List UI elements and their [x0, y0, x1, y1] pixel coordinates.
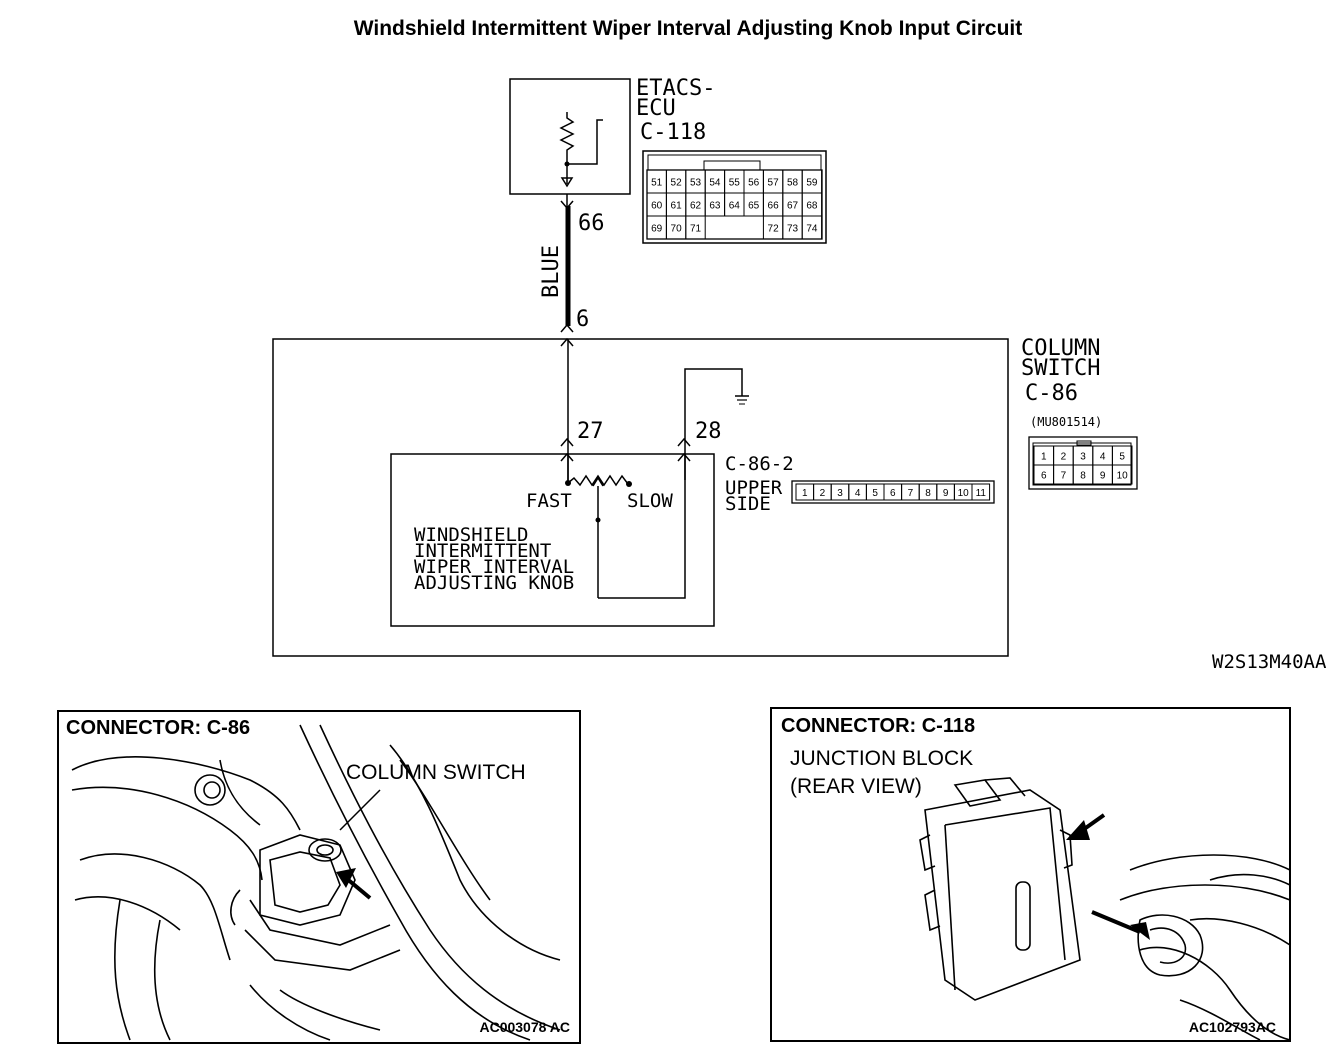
- switch-internal-wiring: [560, 339, 749, 480]
- connector-c86-face: 1 2 3 4 5 6 7 8 9 10: [1028, 436, 1138, 490]
- connector-c118-face: 51 52 53 54 55 56 57 58 59 60 61 62 63 64 65 66 67 68 69 70…: [642, 150, 827, 244]
- subconnector-name: C-86-2: [725, 453, 794, 475]
- sub-pin-5: 5: [872, 488, 878, 499]
- ecu-pin-61: 61: [671, 201, 683, 212]
- c86-pin-7: 7: [1061, 471, 1067, 482]
- c86-pin-9: 9: [1100, 471, 1106, 482]
- steering-column-illustration: [71, 724, 561, 1041]
- panel-right-code: AC102793AC: [1189, 1019, 1276, 1035]
- panel-right-title: CONNECTOR: C-118: [781, 715, 975, 737]
- wire-pin-top: 66: [578, 211, 605, 236]
- panel-c118-location: CONNECTOR: C-118 JUNCTION BLOCK (REAR VI…: [770, 707, 1291, 1042]
- knob-name-line3: WIPER INTERVAL: [414, 556, 574, 578]
- fast-label: FAST: [526, 490, 572, 512]
- ecu-pin-74: 74: [806, 224, 818, 235]
- sub-pin-9: 9: [943, 488, 949, 499]
- subconnector-side-line1: UPPER: [725, 477, 783, 499]
- sub-pin-11: 11: [976, 488, 987, 499]
- column-switch-entry-arrow: [560, 337, 574, 347]
- c86-pin-6: 6: [1041, 471, 1047, 482]
- ecu-pin-57: 57: [768, 178, 780, 189]
- c86-pin-5: 5: [1119, 452, 1125, 463]
- sub-pin-2: 2: [820, 488, 826, 499]
- c86-pin-10: 10: [1117, 471, 1129, 482]
- ecu-pin-52: 52: [671, 178, 683, 189]
- ecu-name-line1: ETACS-: [636, 76, 715, 101]
- diagram-title: Windshield Intermittent Wiper Interval A…: [354, 17, 1023, 40]
- diagram-code: W2S13M40AA: [1212, 651, 1327, 673]
- ecu-pin-72: 72: [768, 224, 780, 235]
- subconnector-side-line2: SIDE: [725, 493, 771, 515]
- c86-pin-3: 3: [1080, 452, 1086, 463]
- knob-box: [390, 453, 715, 627]
- wire-color-label: BLUE: [539, 245, 564, 298]
- sub-pin-8: 8: [925, 488, 931, 499]
- ecu-pin-70: 70: [671, 224, 683, 235]
- ecu-pin-71-cell: [685, 215, 706, 240]
- slow-label: SLOW: [627, 490, 673, 512]
- knob-name-line1: WINDSHIELD: [414, 524, 528, 546]
- knob-pin-right: 28: [695, 419, 722, 444]
- sub-pin-11-cell: [971, 483, 991, 501]
- c86-pin-4: 4: [1100, 452, 1106, 463]
- ecu-pin-74-cell: [801, 215, 823, 240]
- panel-right-label-line1: JUNCTION BLOCK: [790, 747, 973, 770]
- knob-name-line4: ADJUSTING KNOB: [414, 572, 574, 594]
- ecu-pin-64: 64: [729, 201, 741, 212]
- ecu-pin-66: 66: [768, 201, 780, 212]
- ecu-pin-56: 56: [748, 178, 760, 189]
- sub-pin-6: 6: [890, 488, 896, 499]
- wire-pin-bottom: 6: [576, 307, 589, 332]
- ecu-name-line2: ECU: [636, 96, 676, 121]
- knob-potentiometer-symbol: [565, 454, 686, 599]
- sub-pin-4: 4: [855, 488, 861, 499]
- ecu-pin-51: 51: [651, 178, 663, 189]
- ecu-connector-label: C-118: [640, 120, 706, 145]
- arrow-icon: [1066, 820, 1090, 840]
- ecu-pin-67: 67: [787, 201, 799, 212]
- ecu-pin-60: 60: [651, 201, 663, 212]
- ecu-pin-73: 73: [787, 224, 799, 235]
- c86-pin-8: 8: [1080, 471, 1086, 482]
- panel-c86-location: CONNECTOR: C-86 COLUMN SWITCH AC003078 A…: [57, 710, 581, 1044]
- column-switch-part-number: (MU801514): [1030, 415, 1102, 429]
- ecu-pin-54: 54: [709, 178, 721, 189]
- ecu-pin-69: 69: [651, 224, 663, 235]
- sub-pin-10: 10: [958, 488, 970, 499]
- ecu-internal-resistor-symbol: [559, 112, 603, 188]
- panel-left-label: COLUMN SWITCH: [346, 761, 526, 784]
- column-switch-name-line1: COLUMN: [1021, 336, 1100, 361]
- knob-pin-left: 27: [577, 419, 604, 444]
- sub-pin-1: 1: [802, 488, 808, 499]
- column-switch-box: [272, 338, 1009, 657]
- c86-pin-10-cell: [1111, 464, 1133, 485]
- ecu-pin-59: 59: [806, 178, 818, 189]
- panel-left-title: CONNECTOR: C-86: [66, 717, 250, 739]
- ecu-pin-68: 68: [806, 201, 818, 212]
- ecu-pin-53: 53: [690, 178, 702, 189]
- ecu-pin-65: 65: [748, 201, 760, 212]
- panel-right-label-line2: (REAR VIEW): [790, 775, 922, 798]
- ecu-pin-63: 63: [709, 201, 721, 212]
- sub-pin-7: 7: [908, 488, 914, 499]
- c86-pin-2: 2: [1061, 452, 1067, 463]
- sub-pin-3: 3: [837, 488, 843, 499]
- ecu-pin-55: 55: [729, 178, 741, 189]
- knob-name-line2: INTERMITTENT: [414, 540, 551, 562]
- c86-pin-1: 1: [1041, 452, 1047, 463]
- ecu-box: [509, 78, 631, 195]
- ecu-pin-62: 62: [690, 201, 702, 212]
- panel-left-code: AC003078 AC: [479, 1019, 570, 1035]
- ecu-pin-58: 58: [787, 178, 799, 189]
- junction-block-illustration: [919, 777, 1291, 1041]
- ecu-pin-71: 71: [690, 224, 702, 235]
- column-switch-connector-label: C-86: [1025, 381, 1078, 406]
- blue-wire: [560, 194, 574, 333]
- column-switch-name-line2: SWITCH: [1021, 356, 1100, 381]
